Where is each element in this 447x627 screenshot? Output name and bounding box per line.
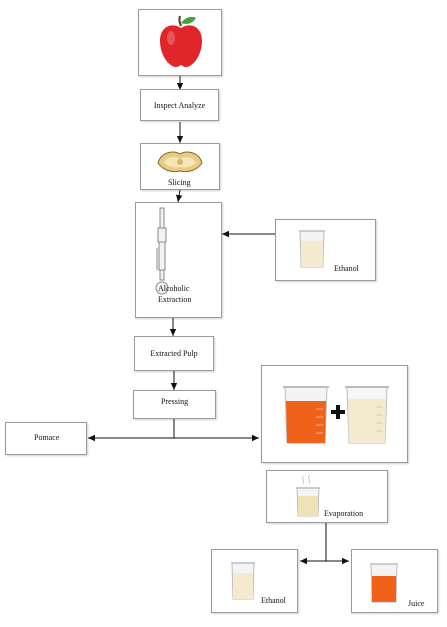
ethanol-beaker-icon: [231, 562, 255, 600]
apple-slice-icon: [157, 151, 203, 173]
slicing-step: Slicing: [140, 143, 220, 190]
apple-box: [138, 9, 222, 76]
juice-output-box: Juice: [351, 549, 438, 613]
ethanol-input-label: Ethanol: [334, 264, 359, 273]
extraction-label-line2: Extraction: [158, 295, 192, 304]
plus-icon: [331, 405, 345, 419]
inspect-analyze-step: Inspect Analyze: [140, 89, 219, 121]
ethanol-output-box: Ethanol: [211, 549, 298, 613]
pressing-label: Pressing: [161, 397, 189, 406]
extraction-label-line1: Alcoholic: [158, 284, 190, 293]
ethanol-beaker-icon: [299, 230, 325, 268]
ethanol-input-box: Ethanol: [275, 219, 376, 281]
juice-output-label: Juice: [408, 599, 425, 608]
apple-icon: [160, 15, 202, 68]
evaporation-step: Evaporation: [266, 470, 388, 523]
pressed-liquid-box: [261, 365, 408, 463]
slicing-label: Slicing: [168, 178, 191, 187]
inspect-analyze-label: Inspect Analyze: [153, 100, 206, 110]
juice-beaker-icon: [283, 386, 329, 444]
pressing-step: Pressing: [133, 390, 216, 419]
extracted-pulp-label: Extracted Pulp: [150, 349, 198, 358]
soxhlet-apparatus-icon: [155, 207, 169, 295]
evaporating-beaker-icon: [296, 474, 320, 517]
ethanol-beaker-icon: [345, 386, 389, 444]
ethanol-output-label: Ethanol: [261, 596, 286, 605]
pomace-label: Pomace: [34, 433, 60, 442]
extracted-pulp-step: Extracted Pulp: [134, 336, 214, 371]
alcoholic-extraction-step: Alcoholic Extraction: [135, 202, 222, 318]
pomace-output: Pomace: [5, 422, 87, 455]
juice-beaker-icon: [370, 563, 398, 603]
evaporation-label: Evaporation: [324, 509, 364, 518]
